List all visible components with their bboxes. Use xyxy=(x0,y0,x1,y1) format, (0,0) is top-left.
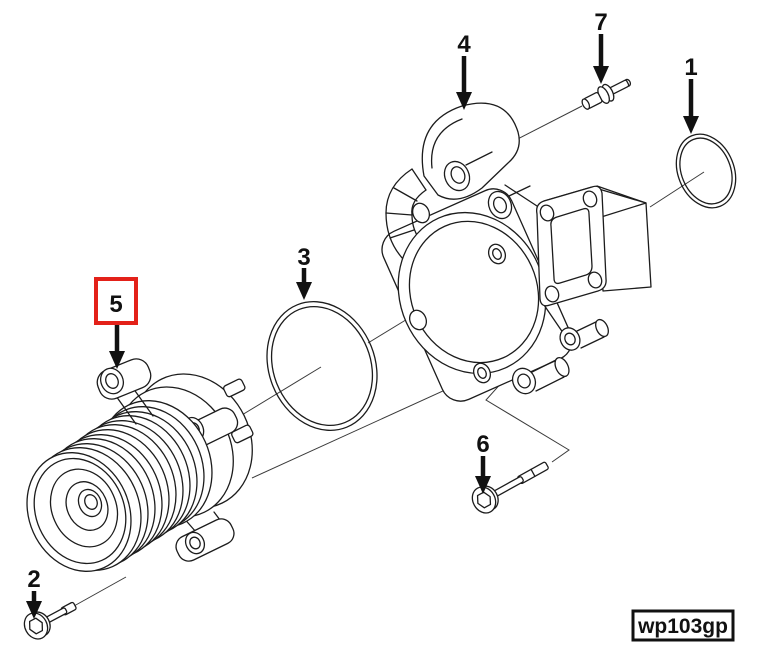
callout-1-arrowhead xyxy=(683,116,699,134)
callout-1-label[interactable]: 1 xyxy=(684,54,697,81)
figure-code-box: wp103gp xyxy=(631,609,735,642)
callout-4-arrowhead xyxy=(456,92,472,110)
highlight-box xyxy=(94,277,138,325)
callout-2-label[interactable]: 2 xyxy=(27,566,40,593)
callout-7-arrowhead xyxy=(593,66,609,84)
callout-5-highlighted[interactable]: 5 xyxy=(94,277,138,369)
callout-2[interactable]: 2 xyxy=(26,566,42,619)
callout-4-label[interactable]: 4 xyxy=(457,31,471,58)
callout-6[interactable]: 6 xyxy=(475,431,491,494)
cap-screw-front xyxy=(23,601,77,640)
callout-5-label[interactable]: 5 xyxy=(109,291,122,318)
callout-6-label[interactable]: 6 xyxy=(476,431,489,458)
callout-3-arrowhead xyxy=(296,282,312,300)
callout-3[interactable]: 3 xyxy=(296,244,312,300)
o-ring-part xyxy=(675,133,737,209)
figure-code-label: wp103gp xyxy=(637,615,728,638)
callout-4[interactable]: 4 xyxy=(456,31,472,110)
pump-housing-part xyxy=(381,102,652,402)
callout-6-arrowhead xyxy=(475,476,491,494)
callout-3-label[interactable]: 3 xyxy=(297,244,310,271)
stud-part xyxy=(581,78,632,110)
callout-1[interactable]: 1 xyxy=(683,54,699,134)
callout-7[interactable]: 7 xyxy=(593,9,609,84)
callout-2-arrowhead xyxy=(26,601,42,619)
figure-code-border xyxy=(631,609,735,642)
cap-screw-bottom xyxy=(471,461,549,514)
callout-7-label[interactable]: 7 xyxy=(594,9,607,36)
callout-5-arrowhead xyxy=(109,351,125,369)
seal-ring-large xyxy=(266,301,378,431)
water-pump-part xyxy=(26,358,254,572)
